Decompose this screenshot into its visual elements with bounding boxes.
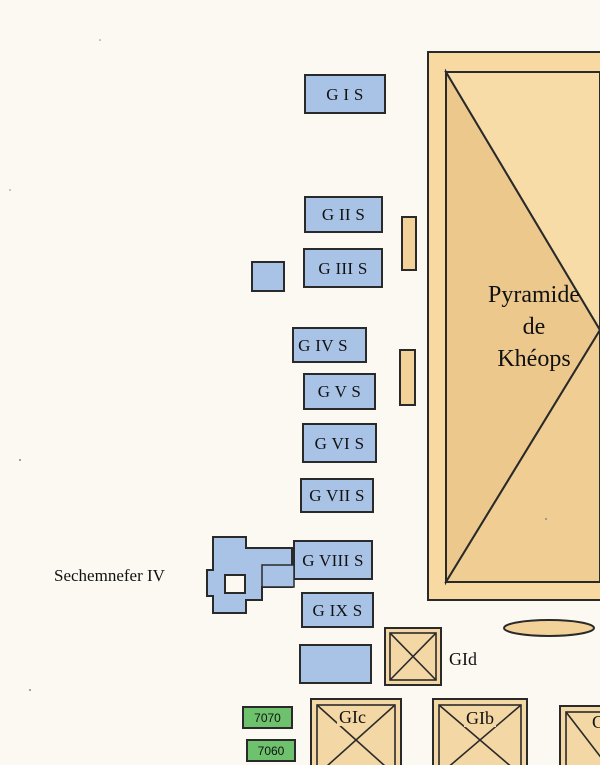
label-gic: GIc	[337, 707, 368, 727]
queen-pyramid-gic	[310, 698, 402, 765]
pit-north	[401, 216, 417, 271]
mastaba-g-v-s	[303, 373, 376, 410]
pit-south	[399, 349, 416, 406]
tomb-7070-shape	[242, 706, 293, 729]
label-g-vi-s: G VI S	[314, 433, 365, 453]
label-sechemnefer-iv: Sechemnefer IV	[54, 566, 165, 585]
mastaba-g-iii-s	[303, 248, 383, 288]
label-g-viii-s: G VIII S	[302, 550, 364, 570]
label-7060: 7060	[257, 743, 285, 758]
label-g-iii-s: G III S	[318, 258, 368, 278]
mastaba-g-vi-s	[302, 423, 377, 463]
mastaba-g-i-s	[304, 74, 386, 114]
label-g-vii-s: G VII S	[309, 486, 365, 505]
mastaba-g-viii-s	[293, 540, 373, 580]
label-gid: GId	[449, 649, 477, 669]
label-g-ix-s: G IX S	[312, 600, 363, 620]
label-g-i-s: G I S	[326, 84, 364, 104]
label-g-iv-s: G IV S	[298, 335, 348, 355]
tomb-7060-shape	[246, 739, 296, 762]
pyramid-label-line2: de	[522, 314, 546, 340]
pyramid-label-line1: Pyramide	[488, 282, 580, 308]
mastaba-g-vii-s	[300, 478, 374, 513]
label-gib: GIb	[464, 708, 496, 728]
mastaba-g-iv-s	[292, 327, 367, 363]
pyramid-label-line3: Khéops	[497, 346, 571, 372]
mastaba-small	[251, 261, 285, 292]
label-g-ii-s: G II S	[321, 205, 366, 224]
label-7070: 7070	[254, 710, 281, 725]
mastaba-g-ix-s	[301, 592, 374, 628]
boat-pit	[503, 619, 595, 637]
label-gia: G	[592, 712, 600, 732]
label-g-v-s: G V S	[317, 382, 362, 401]
mastaba-unnamed	[299, 644, 372, 684]
pyramid-label: Pyramide de Khéops	[470, 279, 598, 375]
pyramid-base	[445, 71, 600, 583]
sechemnefer-annex	[261, 564, 295, 588]
mastaba-g-ii-s	[304, 196, 383, 233]
sechemnefer-chapel	[224, 574, 246, 594]
